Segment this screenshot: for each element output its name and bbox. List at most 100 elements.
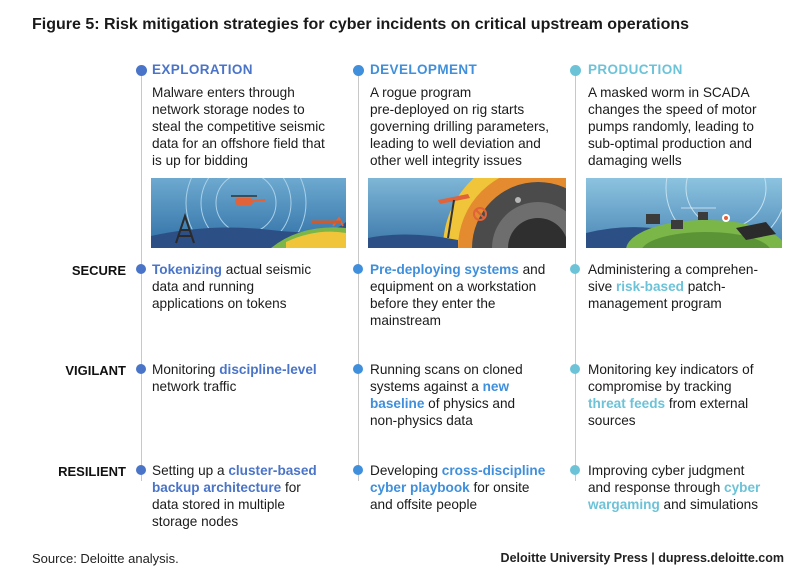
vigilant-line: threat feeds from external	[588, 395, 753, 412]
text-segment: from external	[665, 396, 749, 411]
text-segment: Developing	[370, 463, 442, 478]
text-segment: before they enter the	[370, 296, 496, 311]
resilient-strategy: Improving cyber judgment and response thr…	[588, 462, 760, 513]
timeline-line	[575, 68, 576, 481]
row-dot	[353, 364, 363, 374]
row-dot	[570, 465, 580, 475]
row-dot	[570, 364, 580, 374]
scenario-line: damaging wells	[588, 153, 682, 168]
scenario-line: A rogue program	[370, 85, 472, 100]
text-segment: and simulations	[659, 497, 758, 512]
resilient-line: backup architecture for	[152, 479, 317, 496]
text-segment: compromise by tracking	[588, 379, 732, 394]
exploration-illustration	[151, 178, 346, 248]
text-segment: data stored in multiple	[152, 497, 285, 512]
highlight-text: Pre-deploying systems	[370, 262, 519, 277]
secure-line: data and running	[152, 278, 311, 295]
resilient-line: and offsite people	[370, 496, 545, 513]
column-header: DEVELOPMENT	[370, 62, 478, 77]
scenario-text: Malware enters through network storage no…	[152, 84, 325, 169]
timeline-line	[358, 68, 359, 481]
row-label-vigilant: VIGILANT	[65, 363, 126, 378]
resilient-line: wargaming and simulations	[588, 496, 760, 513]
secure-line: equipment on a workstation	[370, 278, 545, 295]
text-segment: sources	[588, 413, 636, 428]
highlight-text: discipline-level	[219, 362, 317, 377]
text-segment: and response through	[588, 480, 725, 495]
vigilant-line: compromise by tracking	[588, 378, 753, 395]
highlight-text: new	[482, 379, 510, 394]
text-segment: applications on tokens	[152, 296, 287, 311]
highlight-text: threat feeds	[588, 396, 666, 411]
scenario-line: Malware enters through	[152, 85, 295, 100]
row-dot	[570, 264, 580, 274]
secure-line: Pre-deploying systems and	[370, 261, 545, 278]
development-illustration	[368, 178, 566, 248]
column-dot	[570, 65, 581, 76]
text-segment: actual seismic	[221, 262, 312, 277]
scenario-line: A masked worm in SCADA	[588, 85, 750, 100]
scenario-line: governing drilling parameters,	[370, 119, 550, 134]
resilient-line: storage nodes	[152, 513, 317, 530]
highlight-text: cyber	[724, 480, 761, 495]
scenario-line: data for an offshore field that	[152, 136, 325, 151]
text-segment: and	[518, 262, 546, 277]
highlight-text: backup architecture	[152, 480, 282, 495]
text-segment: equipment on a workstation	[370, 279, 537, 294]
text-segment: and offsite people	[370, 497, 478, 512]
resilient-line: Developing cross-discipline	[370, 462, 545, 479]
highlight-text: Tokenizing	[152, 262, 222, 277]
vigilant-strategy: Monitoring key indicators of compromise b…	[588, 361, 753, 429]
text-segment: of physics and	[424, 396, 516, 411]
vigilant-line: Monitoring discipline-level	[152, 361, 317, 378]
source-note: Source: Deloitte analysis.	[32, 551, 179, 566]
text-segment: Monitoring	[152, 362, 220, 377]
scenario-line: sub-optimal production and	[588, 136, 752, 151]
highlight-text: wargaming	[588, 497, 660, 512]
scenario-line: is up for bidding	[152, 153, 248, 168]
timeline-line	[141, 68, 142, 481]
text-segment: mainstream	[370, 313, 442, 328]
secure-line: before they enter the	[370, 295, 545, 312]
scenario-line: network storage nodes to	[152, 102, 305, 117]
scenario-line: changes the speed of motor	[588, 102, 757, 117]
production-illustration	[586, 178, 782, 248]
scenario-line: pre-deployed on rig starts	[370, 102, 525, 117]
secure-line: sive risk-based patch-	[588, 278, 758, 295]
text-segment: for onsite	[469, 480, 530, 495]
text-segment: management program	[588, 296, 722, 311]
highlight-text: baseline	[370, 396, 425, 411]
text-segment: Administering a comprehen-	[588, 262, 759, 277]
vigilant-line: systems against a new	[370, 378, 523, 395]
secure-line: Administering a comprehen-	[588, 261, 758, 278]
row-dot	[353, 465, 363, 475]
row-label-secure: SECURE	[71, 263, 126, 278]
text-segment: systems against a	[370, 379, 483, 394]
scenario-text: A masked worm in SCADA changes the speed …	[588, 84, 757, 169]
row-dot	[136, 465, 146, 475]
row-label-resilient: RESILIENT	[58, 464, 126, 479]
highlight-text: cross-discipline	[441, 463, 546, 478]
highlight-text: cyber playbook	[370, 480, 470, 495]
vigilant-line: baseline of physics and	[370, 395, 523, 412]
highlight-text: risk-based	[615, 279, 684, 294]
vigilant-line: network traffic	[152, 378, 317, 395]
column-header: PRODUCTION	[588, 62, 683, 77]
resilient-line: Setting up a cluster-based	[152, 462, 317, 479]
text-segment: Improving cyber judgment	[588, 463, 745, 478]
vigilant-line: Running scans on cloned	[370, 361, 523, 378]
resilient-line: cyber playbook for onsite	[370, 479, 545, 496]
scenario-line: other well integrity issues	[370, 153, 522, 168]
text-segment: storage nodes	[152, 514, 239, 529]
scenario-line: steal the competitive seismic	[152, 119, 326, 134]
text-segment: Setting up a	[152, 463, 229, 478]
scenario-line: pumps randomly, leading to	[588, 119, 754, 134]
text-segment: Monitoring key indicators of	[588, 362, 754, 377]
column-header: EXPLORATION	[152, 62, 253, 77]
resilient-line: data stored in multiple	[152, 496, 317, 513]
